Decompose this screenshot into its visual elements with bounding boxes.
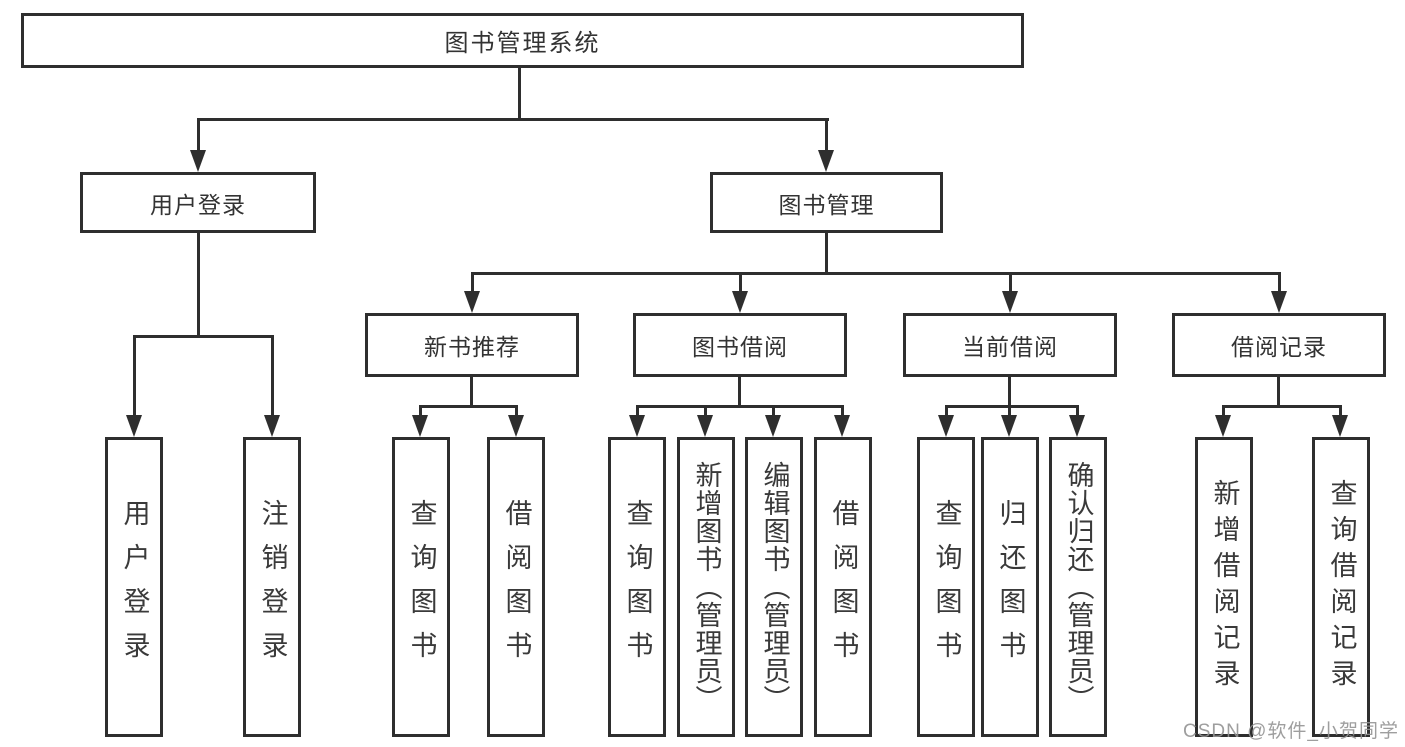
arrow-down-icon <box>1069 415 1085 437</box>
arrow-down-icon <box>818 150 834 172</box>
arrow-down-icon <box>1332 415 1348 437</box>
leaf-add-books-admin: 新增图书（管理员） <box>677 437 735 737</box>
connector-line <box>945 405 948 419</box>
leaf-query-books-1: 查询图书 <box>392 437 450 737</box>
connector-line <box>471 272 1281 275</box>
leaf-confirm-return-admin-label: 确认归还（管理员） <box>1063 461 1094 713</box>
connector-line <box>945 405 1079 408</box>
leaf-confirm-return-admin: 确认归还（管理员） <box>1049 437 1107 737</box>
leaf-return-books-label: 归还图书 <box>995 499 1026 675</box>
connector-line <box>518 68 521 121</box>
node-current-borrow: 当前借阅 <box>903 313 1117 377</box>
csdn-watermark: CSDN @软件_小贺同学 <box>1183 721 1399 742</box>
connector-line <box>1009 272 1012 294</box>
leaf-query-books-2: 查询图书 <box>608 437 666 737</box>
arrow-down-icon <box>1001 415 1017 437</box>
connector-line <box>841 405 844 419</box>
arrow-down-icon <box>834 415 850 437</box>
node-borrow-records: 借阅记录 <box>1172 313 1386 377</box>
connector-line <box>471 272 474 294</box>
arrow-down-icon <box>464 291 480 313</box>
connector-line <box>271 335 274 417</box>
connector-line <box>1076 405 1079 419</box>
leaf-user-login-label: 用户登录 <box>119 499 150 675</box>
node-borrow-records-label: 借阅记录 <box>1231 334 1327 360</box>
connector-line <box>825 233 828 275</box>
node-current-borrow-label: 当前借阅 <box>962 334 1058 360</box>
connector-line <box>1008 377 1011 408</box>
leaf-borrow-books-1-label: 借阅图书 <box>501 499 532 675</box>
node-new-book-recommend-label: 新书推荐 <box>424 334 520 360</box>
leaf-query-borrow-record: 查询借阅记录 <box>1312 437 1370 737</box>
connector-line <box>1277 377 1280 408</box>
leaf-edit-books-admin-label: 编辑图书（管理员） <box>759 461 790 713</box>
leaf-borrow-books-1: 借阅图书 <box>487 437 545 737</box>
connector-line <box>197 118 200 154</box>
arrow-down-icon <box>1271 291 1287 313</box>
node-root-label: 图书管理系统 <box>444 30 601 57</box>
leaf-add-books-admin-label: 新增图书（管理员） <box>691 461 722 713</box>
arrow-down-icon <box>264 415 280 437</box>
node-user-login-label: 用户登录 <box>150 191 246 218</box>
arrow-down-icon <box>629 415 645 437</box>
connector-line <box>1222 405 1342 408</box>
node-book-management-label: 图书管理 <box>778 191 875 218</box>
leaf-return-books: 归还图书 <box>981 437 1039 737</box>
arrow-down-icon <box>1002 291 1018 313</box>
leaf-query-books-2-label: 查询图书 <box>622 499 653 675</box>
arrow-down-icon <box>412 415 428 437</box>
connector-line <box>704 405 707 419</box>
leaf-query-books-3-label: 查询图书 <box>931 499 962 675</box>
leaf-add-borrow-record: 新增借阅记录 <box>1195 437 1253 737</box>
arrow-down-icon <box>1215 415 1231 437</box>
connector-line <box>1008 405 1011 419</box>
leaf-query-borrow-record-label: 查询借阅记录 <box>1326 479 1357 695</box>
leaf-query-books-1-label: 查询图书 <box>406 499 437 675</box>
connector-line <box>1278 272 1281 294</box>
arrow-down-icon <box>190 150 206 172</box>
connector-line <box>1222 405 1225 419</box>
leaf-logout-label: 注销登录 <box>257 499 288 675</box>
node-book-borrow: 图书借阅 <box>633 313 847 377</box>
arrow-down-icon <box>732 291 748 313</box>
connector-line <box>419 405 422 419</box>
connector-line <box>636 405 639 419</box>
arrow-down-icon <box>938 415 954 437</box>
arrow-down-icon <box>765 415 781 437</box>
node-book-management: 图书管理 <box>710 172 943 233</box>
leaf-borrow-books-2: 借阅图书 <box>814 437 872 737</box>
arrow-down-icon <box>508 415 524 437</box>
connector-line <box>738 377 741 408</box>
connector-line <box>133 335 136 417</box>
leaf-edit-books-admin: 编辑图书（管理员） <box>745 437 803 737</box>
node-new-book-recommend: 新书推荐 <box>365 313 579 377</box>
connector-line <box>197 233 200 338</box>
connector-line <box>419 405 518 408</box>
connector-line <box>772 405 775 419</box>
leaf-borrow-books-2-label: 借阅图书 <box>828 499 859 675</box>
arrow-down-icon <box>126 415 142 437</box>
connector-line <box>636 405 844 408</box>
leaf-query-books-3: 查询图书 <box>917 437 975 737</box>
arrow-down-icon <box>697 415 713 437</box>
connector-line <box>1339 405 1342 419</box>
connector-line <box>470 377 473 408</box>
node-user-login: 用户登录 <box>80 172 316 233</box>
node-root: 图书管理系统 <box>21 13 1024 68</box>
leaf-user-login: 用户登录 <box>105 437 163 737</box>
connector-line <box>825 118 828 154</box>
connector-line <box>515 405 518 419</box>
leaf-add-borrow-record-label: 新增借阅记录 <box>1209 479 1240 695</box>
leaf-logout: 注销登录 <box>243 437 301 737</box>
connector-line <box>133 335 274 338</box>
connector-line <box>197 118 829 121</box>
connector-line <box>739 272 742 294</box>
node-book-borrow-label: 图书借阅 <box>692 334 788 360</box>
